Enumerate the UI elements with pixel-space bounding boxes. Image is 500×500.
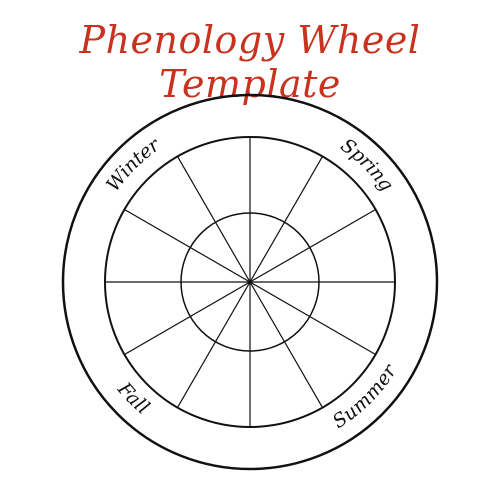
sector-lines <box>105 137 395 427</box>
outer-ring <box>61 93 439 471</box>
page-title: Phenology Wheel Template <box>79 18 421 106</box>
season-label-winter: Winter <box>102 133 165 196</box>
season-label-spring: Spring <box>337 134 398 195</box>
sector-line <box>176 156 324 408</box>
